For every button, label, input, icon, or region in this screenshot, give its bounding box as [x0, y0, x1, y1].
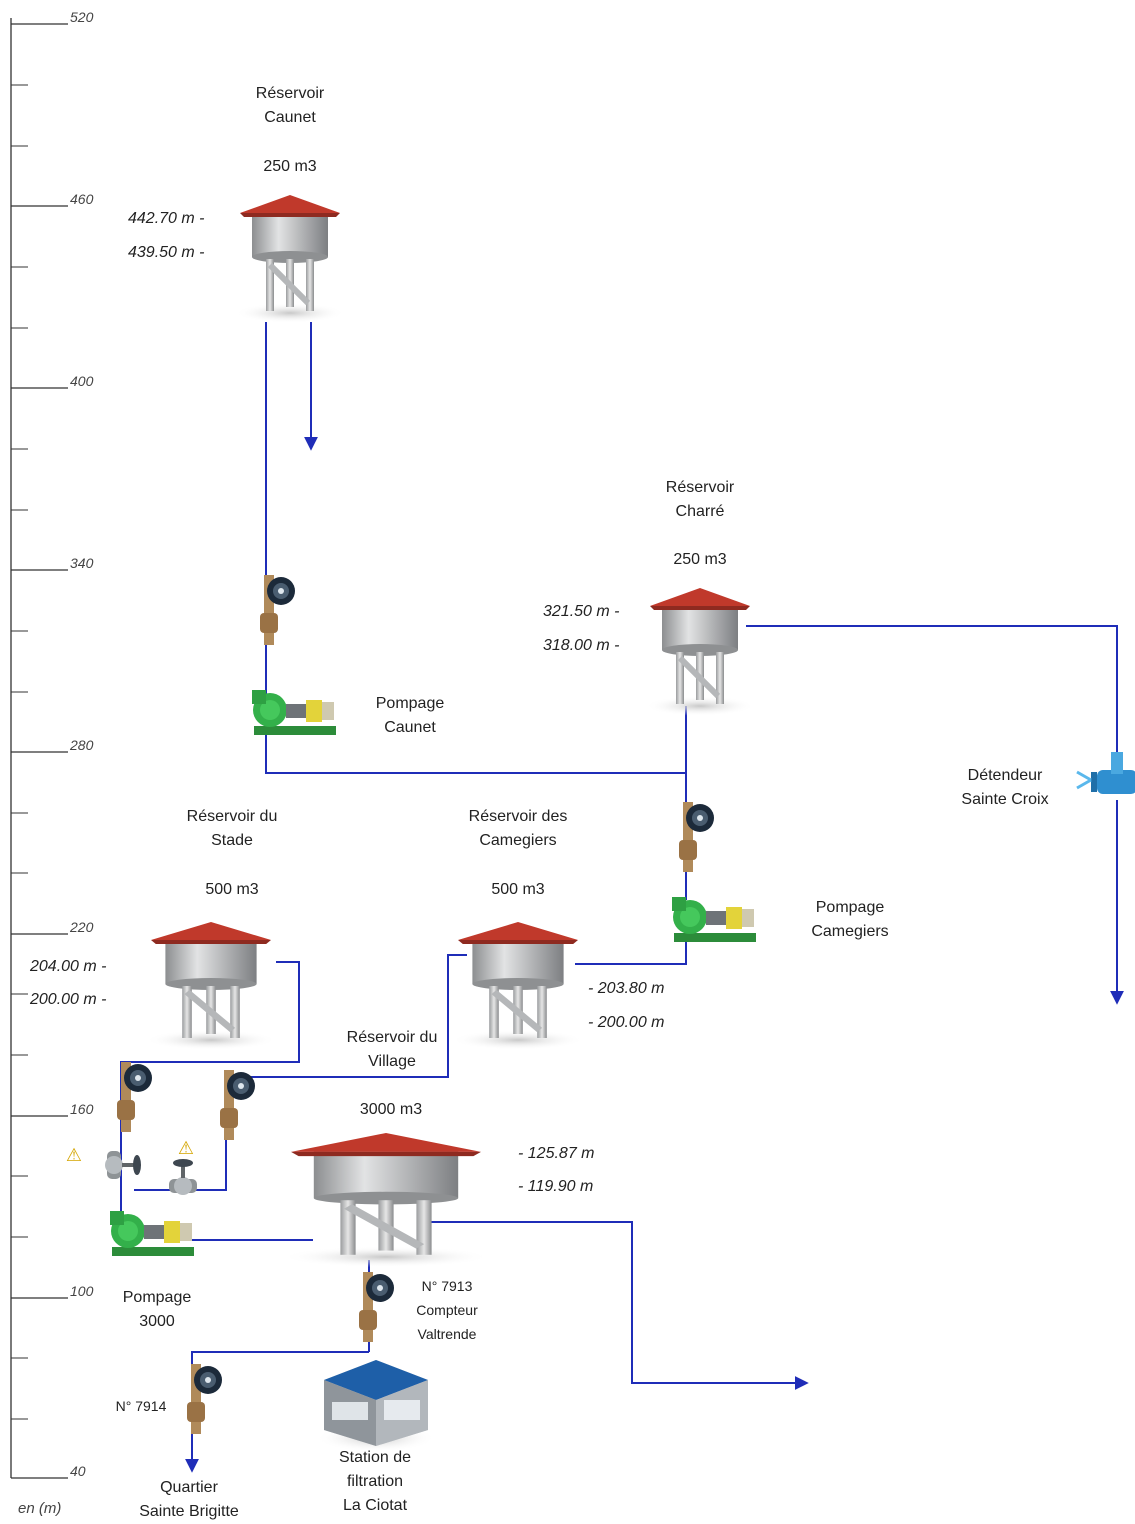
warning-icon: ⚠ — [177, 1138, 195, 1158]
reservoir-camegiers-level-high: - 203.80 m — [588, 980, 665, 997]
reservoir-caunet-tank[interactable] — [235, 195, 345, 323]
axis-tick-460: 460 — [70, 191, 94, 207]
axis-tick-160: 160 — [70, 1101, 94, 1117]
axis-tick-40: 40 — [70, 1463, 86, 1479]
axis-tick-400: 400 — [70, 373, 94, 389]
camegiers-pump-pipe — [575, 940, 687, 965]
reservoir-village-level-high: - 125.87 m — [518, 1145, 595, 1162]
isolation-valve-1-icon[interactable] — [105, 1151, 141, 1179]
isolation-valve-2-icon[interactable] — [169, 1159, 197, 1195]
pressure-reducer-icon[interactable] — [1076, 752, 1135, 794]
axis-tick-100: 100 — [70, 1283, 94, 1299]
meter-7914-label: N° 7914 — [115, 1398, 167, 1414]
meter-village-icon[interactable] — [220, 1070, 255, 1140]
camegiers-to-village-pipe — [134, 954, 467, 1191]
reservoir-stade-level-high: 204.00 m - — [30, 958, 107, 975]
axis-tick-220: 220 — [70, 919, 94, 935]
meter-caunet-icon[interactable] — [260, 575, 295, 645]
reservoir-village-tank[interactable] — [282, 1133, 491, 1267]
reservoir-caunet-volume: 250 m3 — [263, 158, 317, 175]
reservoir-camegiers-volume: 500 m3 — [491, 881, 545, 898]
meter-stade-icon[interactable] — [117, 1062, 152, 1132]
pump-3000-icon[interactable] — [110, 1211, 194, 1256]
axis-tick-280: 280 — [70, 737, 94, 753]
filtration-station-icon[interactable] — [316, 1360, 436, 1452]
meter-7913-icon[interactable] — [359, 1272, 394, 1342]
reservoir-village-volume: 3000 m3 — [359, 1101, 423, 1118]
reservoir-charre-level-low: 318.00 m - — [543, 637, 620, 654]
reservoir-caunet-level-low: 439.50 m - — [128, 244, 205, 261]
meter-camegiers-icon[interactable] — [679, 802, 714, 872]
reservoir-caunet-level-high: 442.70 m - — [128, 210, 205, 227]
axis-tick-340: 340 — [70, 555, 94, 571]
reservoir-camegiers-tank[interactable] — [452, 922, 584, 1050]
reservoir-stade-tank[interactable] — [145, 922, 277, 1050]
reservoir-village-level-low: - 119.90 m — [518, 1178, 594, 1195]
caunet-pump-to-junction-pipe — [265, 732, 686, 774]
axis-unit-label: en (m) — [18, 1500, 62, 1517]
pump-caunet-icon[interactable] — [252, 690, 336, 735]
elevation-axis — [10, 18, 68, 1479]
village-outlet-pipe — [427, 1221, 809, 1390]
charre-to-detendeur-pipe — [746, 625, 1118, 765]
reservoir-charre-volume: 250 m3 — [673, 551, 727, 568]
reservoir-stade-level-low: 200.00 m - — [30, 991, 107, 1008]
reservoir-charre-level-high: 321.50 m - — [543, 603, 620, 620]
reservoir-camegiers-level-low: - 200.00 m — [588, 1014, 665, 1031]
reservoir-stade-volume: 500 m3 — [205, 881, 259, 898]
warning-icon: ⚠ — [65, 1145, 83, 1165]
axis-tick-520: 520 — [70, 9, 94, 25]
reservoir-charre-tank[interactable] — [645, 588, 755, 716]
meter-7914-icon[interactable] — [187, 1364, 222, 1434]
pump-camegiers-icon[interactable] — [672, 897, 756, 942]
